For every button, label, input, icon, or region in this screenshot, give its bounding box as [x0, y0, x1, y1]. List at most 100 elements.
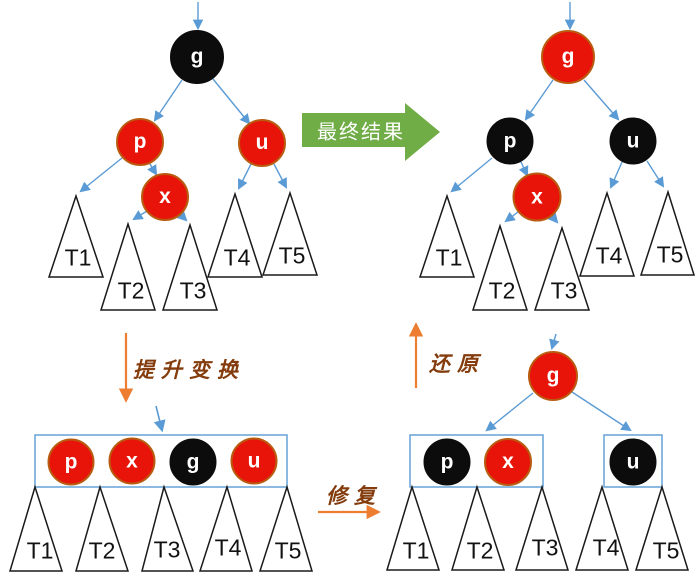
final-result-arrow	[302, 103, 440, 161]
edge-g-u	[583, 79, 620, 121]
subtree-triangle-t3	[514, 484, 570, 571]
subtree-triangle-t3	[533, 225, 591, 311]
subtree-triangle-t1	[8, 484, 64, 572]
edge-u-t5	[646, 160, 665, 188]
top-right-subtree-triangles	[418, 189, 695, 311]
subtree-triangle-t3	[141, 484, 195, 572]
subtree-label-t5: T5	[656, 241, 684, 268]
subtree-label-t2: T2	[488, 277, 516, 304]
node-label: g	[561, 45, 575, 68]
subtree-label-t2: T2	[88, 537, 116, 564]
subtree-triangle-t5	[634, 484, 690, 571]
node-x: x	[484, 438, 532, 486]
edge-g-p	[524, 79, 554, 121]
edge-x-t2	[504, 211, 519, 223]
edge-u-t5	[273, 163, 287, 189]
edge-g-leftbox	[485, 392, 534, 432]
node-p: p	[47, 438, 95, 486]
subtree-label-t4: T4	[595, 242, 623, 269]
subtree-triangle-t2	[99, 221, 157, 311]
node-label: g	[186, 450, 200, 473]
subtree-label-t4: T4	[214, 534, 242, 561]
pointer-to-row-arrow	[153, 405, 166, 433]
subtree-triangle-t2	[450, 484, 506, 571]
subtree-triangle-t4	[198, 484, 254, 572]
node-label: x	[502, 450, 514, 473]
node-p: p	[486, 117, 534, 165]
subtree-triangle-t1	[47, 193, 105, 278]
edge-g-rightbox	[571, 391, 632, 432]
node-label: u	[626, 129, 640, 152]
node-label: x	[126, 449, 138, 472]
subtree-label-t2: T2	[466, 537, 494, 564]
subtree-triangle-t2	[471, 223, 529, 311]
top-right-tree-edges	[450, 2, 665, 224]
node-label: p	[440, 450, 454, 473]
subtree-triangle-t5	[639, 189, 695, 276]
subtree-triangle-t4	[574, 484, 630, 571]
final-result-label: 最终结果	[317, 119, 405, 144]
node-label: u	[626, 450, 640, 473]
node-label: u	[255, 131, 269, 154]
node-p: p	[116, 118, 164, 166]
edge-u-t4	[238, 163, 252, 190]
subtree-label-t5: T5	[274, 537, 302, 564]
edge-x-t2	[132, 210, 148, 221]
bottom-right-edges	[485, 333, 632, 432]
edge-x-t3	[176, 210, 188, 222]
node-u: u	[238, 119, 286, 167]
subtree-label-t1: T1	[64, 244, 92, 271]
subtree-triangle-t4	[206, 191, 264, 278]
node-g: g	[528, 351, 578, 401]
node-g: g	[170, 30, 224, 84]
bottom-right-right-box	[603, 434, 663, 488]
node-label: p	[503, 129, 517, 152]
subtree-triangle-t1	[385, 484, 441, 571]
node-label: g	[190, 45, 204, 68]
restore-label: 还原	[429, 352, 485, 376]
top-left-subtree-triangles	[47, 190, 319, 311]
node-label: g	[546, 364, 560, 387]
subtree-triangle-t5	[258, 484, 314, 572]
edge-incoming-g	[549, 333, 560, 351]
node-label: x	[159, 185, 171, 208]
subtree-label-t1: T1	[435, 244, 463, 271]
node-label: p	[64, 450, 78, 473]
node-g: g	[169, 438, 217, 486]
node-p: p	[423, 438, 471, 486]
edge-g-u	[212, 78, 251, 125]
bottom-left-box	[34, 434, 288, 488]
subtree-label-t1: T1	[26, 537, 54, 564]
subtree-triangle-t3	[161, 222, 219, 311]
edge-p-t1	[450, 157, 493, 193]
node-g: g	[541, 30, 595, 84]
node-x: x	[512, 172, 562, 222]
subtree-label-t2: T2	[117, 277, 145, 304]
subtree-triangle-t2	[75, 484, 130, 572]
subtree-label-t3: T3	[179, 277, 207, 304]
top-left-tree-edges	[79, 2, 287, 222]
subtree-label-t4: T4	[223, 244, 251, 271]
edge-p-t1	[79, 157, 123, 193]
subtree-label-t5: T5	[652, 537, 680, 564]
node-u: u	[609, 117, 657, 165]
repair-label: 修复	[326, 484, 382, 508]
node-u: u	[230, 437, 278, 485]
subtree-triangle-t1	[418, 193, 476, 278]
subtree-label-t3: T3	[531, 534, 559, 561]
node-label: p	[133, 130, 147, 153]
subtree-label-t3: T3	[153, 536, 181, 563]
node-label: u	[247, 449, 261, 472]
node-x: x	[108, 437, 156, 485]
node-x: x	[141, 173, 189, 221]
edge-p-x	[518, 161, 529, 177]
subtree-triangle-t5	[261, 190, 319, 276]
subtree-label-t5: T5	[278, 242, 306, 269]
lift-transform-label: 提升变换	[133, 358, 245, 382]
bottom-right-subtree-triangles	[385, 484, 690, 571]
subtree-label-t3: T3	[550, 277, 578, 304]
subtree-label-t4: T4	[592, 534, 620, 561]
node-u: u	[609, 438, 657, 486]
